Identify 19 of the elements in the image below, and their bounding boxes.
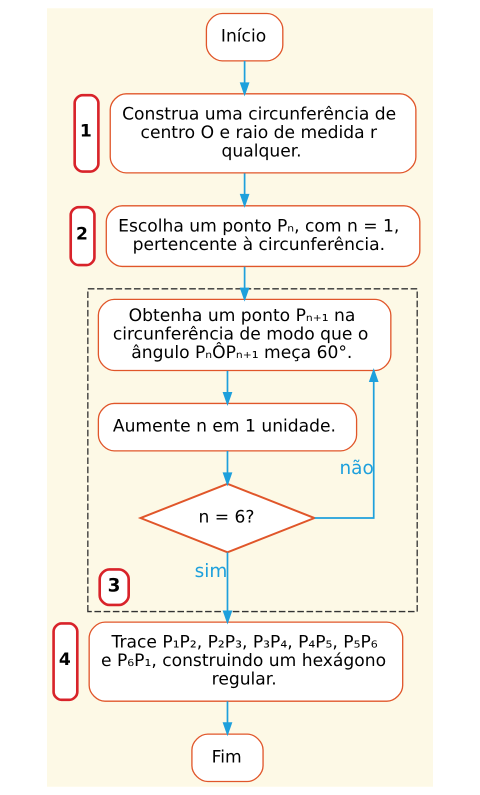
node-box: Início	[206, 12, 284, 62]
node-label: 2	[76, 224, 88, 244]
node-label: 4	[58, 650, 71, 670]
node-box: Aumente n em 1 unidade.	[98, 402, 358, 452]
node-box: Obtenha um ponto Pₙ₊₁ na circunferência de modo que o ângulo PₙÔPₙ₊₁ meça 60°.	[98, 298, 392, 372]
edge-label: sim	[194, 560, 228, 582]
arrow	[222, 552, 232, 625]
node-label: 1	[80, 122, 92, 142]
arrow	[222, 370, 232, 406]
arrow	[222, 701, 232, 736]
arrow	[240, 173, 250, 208]
node-label: 3	[108, 575, 120, 596]
node-box: Fim	[191, 733, 264, 782]
arrow	[240, 266, 250, 302]
arrow	[222, 451, 232, 486]
edge-label: não	[339, 458, 374, 480]
arrow	[240, 60, 250, 96]
arrow	[314, 368, 379, 519]
node-diamond: n = 6?	[138, 482, 318, 554]
